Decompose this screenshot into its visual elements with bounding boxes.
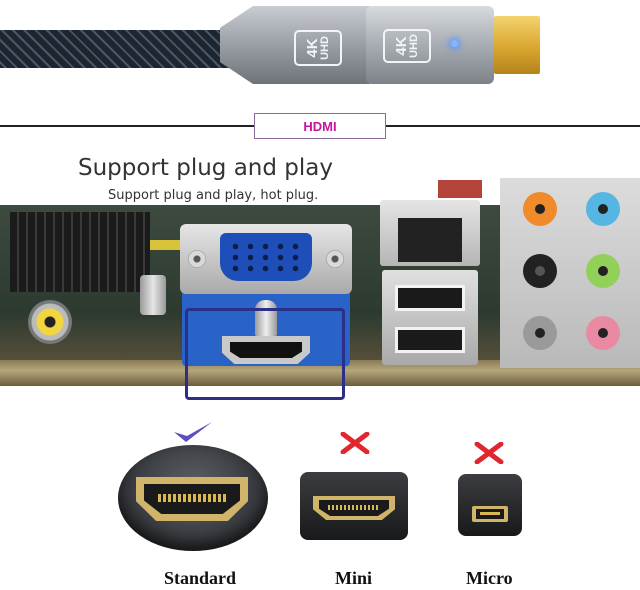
audio-jack-orange: [523, 192, 557, 226]
badge-uhd-text-housing: UHD: [408, 34, 420, 58]
badge-4k-text: 4K: [304, 38, 321, 58]
audio-jack-green: [586, 254, 620, 288]
connector-label-mini: Mini: [335, 568, 373, 588]
hdmi-port-highlight-frame: [185, 308, 345, 400]
micro-hdmi-plug: [458, 474, 522, 536]
blue-led-indicator: [451, 40, 458, 47]
usb-port: [395, 327, 465, 353]
hdmi-port-opening: [230, 342, 302, 358]
connector-label-standard: Standard: [164, 568, 237, 588]
heatsink: [10, 212, 150, 292]
red-header: [438, 180, 482, 198]
check-mark-icon: [174, 422, 212, 442]
uhd-badge: 4K UHD: [294, 30, 342, 66]
connector-label-micro: Micro: [466, 568, 513, 588]
x-mark-icon: [340, 432, 370, 454]
usb-port: [395, 285, 465, 311]
audio-jack-black: [523, 254, 557, 288]
uhd-badge-housing: 4K UHD: [383, 29, 431, 63]
x-mark-icon: [474, 442, 504, 464]
rca-jack: [28, 300, 72, 344]
audio-jack-grey: [523, 316, 557, 350]
badge-4k-text-housing: 4K: [393, 36, 410, 56]
hdmi-section-label: HDMI: [303, 118, 337, 134]
subheadline: Support plug and play, hot plug.: [108, 188, 319, 203]
braided-cable: [0, 30, 240, 68]
badge-uhd-text: UHD: [319, 36, 331, 60]
connector-housing: [366, 6, 494, 84]
standard-hdmi-pins: [158, 494, 226, 502]
mini-hdmi-pins: [328, 505, 380, 510]
hdmi-gold-tip: [494, 16, 540, 74]
audio-jack-blue: [586, 192, 620, 226]
vga-screw-right: [326, 250, 344, 268]
cable-boot: [220, 6, 370, 84]
capacitor: [140, 275, 166, 315]
yellow-slot: [150, 240, 190, 250]
audio-jack-pink: [586, 316, 620, 350]
vga-screw-left: [188, 250, 206, 268]
micro-hdmi-pins: [480, 512, 500, 515]
vga-pins: [228, 241, 304, 275]
ethernet-port: [398, 218, 462, 262]
headline: Support plug and play: [78, 155, 333, 181]
hdmi-section-label-box: HDMI: [254, 113, 386, 139]
